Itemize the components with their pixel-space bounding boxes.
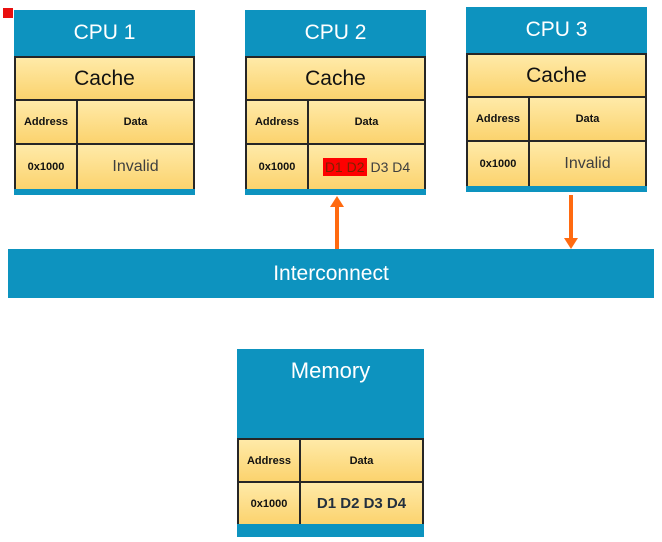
cpu2-table-row: 0x1000 D1 D2 D3 D4 [245,143,426,191]
red-square-artifact [3,8,13,18]
interconnect-bar: Interconnect [8,249,654,298]
cpu2-address-header: Address [247,101,309,143]
cpu3-box: CPU 3 Cache Address Data 0x1000 Invalid [466,7,647,192]
cpu2-box: CPU 2 Cache Address Data 0x1000 D1 D2 D3… [245,10,426,195]
memory-bottom-strip [237,524,424,537]
cpu2-data-rest: D3 D4 [370,159,411,175]
cpu3-address-value: 0x1000 [468,142,530,186]
cpu2-cache-label: Cache [245,56,426,101]
cpu2-table-header: Address Data [245,99,426,145]
cpu1-address-value: 0x1000 [16,145,78,189]
cpu1-cache-label: Cache [14,56,195,101]
memory-data-value: D1 D2 D3 D4 [316,495,407,512]
cpu3-cache-label: Cache [466,53,647,98]
cpu2-data-header: Data [354,116,379,128]
cpu3-arrowhead-down-icon [564,238,578,249]
cpu2-data-value: D1 D2 D3 D4 [309,145,424,189]
cpu1-table-header: Address Data [14,99,195,145]
cpu1-data-value: Invalid [112,158,159,175]
memory-title: Memory [237,349,424,438]
cpu2-interconnect-line [335,206,339,249]
cpu1-title: CPU 1 [14,10,195,56]
cpu3-table-row: 0x1000 Invalid [466,140,647,188]
cpu2-address-value: 0x1000 [247,145,309,189]
memory-table-header: Address Data [237,438,424,483]
memory-table-row: 0x1000 D1 D2 D3 D4 [237,481,424,526]
cpu2-arrowhead-up-icon [330,196,344,207]
cpu1-data-header: Data [123,116,148,128]
cpu2-modified-data-highlight: D1 D2 [322,158,367,176]
cpu3-address-header: Address [468,98,530,140]
memory-address-header: Address [239,440,301,481]
cpu1-box: CPU 1 Cache Address Data 0x1000 Invalid [14,10,195,195]
cpu3-data-value: Invalid [564,155,611,172]
cpu1-bottom-strip [14,189,195,195]
cpu3-table-header: Address Data [466,96,647,142]
cpu2-title: CPU 2 [245,10,426,56]
cpu3-data-header: Data [575,113,600,125]
cpu2-bottom-strip [245,189,426,195]
cpu1-table-row: 0x1000 Invalid [14,143,195,191]
cpu3-bottom-strip [466,186,647,192]
memory-address-value: 0x1000 [239,483,301,524]
cpu1-address-header: Address [16,101,78,143]
cpu3-interconnect-line [569,195,573,239]
memory-data-header: Data [349,454,374,467]
memory-box: Memory Address Data 0x1000 D1 D2 D3 D4 [237,349,424,537]
cpu3-title: CPU 3 [466,7,647,53]
